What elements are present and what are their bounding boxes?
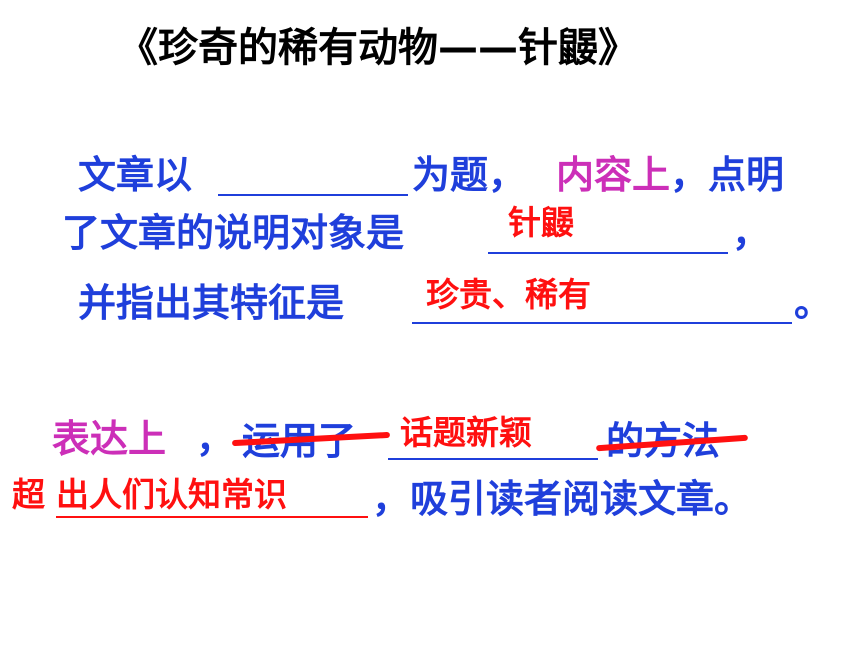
line1-prefix: 文章以 bbox=[78, 153, 193, 197]
content-highlight: 内容上 bbox=[556, 153, 671, 197]
line2-text: 了文章的说明对象是 bbox=[62, 211, 405, 255]
line2-ending: ， bbox=[732, 211, 771, 255]
blank-line-3 bbox=[412, 322, 792, 324]
line4-comma: ， bbox=[196, 417, 235, 461]
blank-line-1 bbox=[218, 194, 408, 196]
line1-suffix: 为题， bbox=[412, 153, 527, 197]
blank-line-5 bbox=[56, 516, 368, 518]
expression-highlight: 表达上 bbox=[52, 417, 167, 461]
page-title: 《珍奇的稀有动物——针鼹》 bbox=[118, 25, 638, 71]
blank-line-2 bbox=[488, 252, 728, 254]
line3-text: 并指出其特征是 bbox=[78, 281, 345, 325]
answer-method: 话题新颖 bbox=[400, 413, 532, 452]
blank-line-4 bbox=[388, 458, 598, 460]
answer-subject: 针鼹 bbox=[508, 203, 574, 242]
line3-ending: 。 bbox=[794, 281, 833, 325]
line5-ending: ，吸引读者阅读文章。 bbox=[372, 477, 753, 521]
answer-effect: 出人们认知常识 bbox=[56, 475, 287, 514]
line5-prefix: 超 bbox=[12, 475, 45, 514]
line1-ending: ，点明 bbox=[670, 153, 785, 197]
answer-features: 珍贵、稀有 bbox=[426, 275, 591, 314]
